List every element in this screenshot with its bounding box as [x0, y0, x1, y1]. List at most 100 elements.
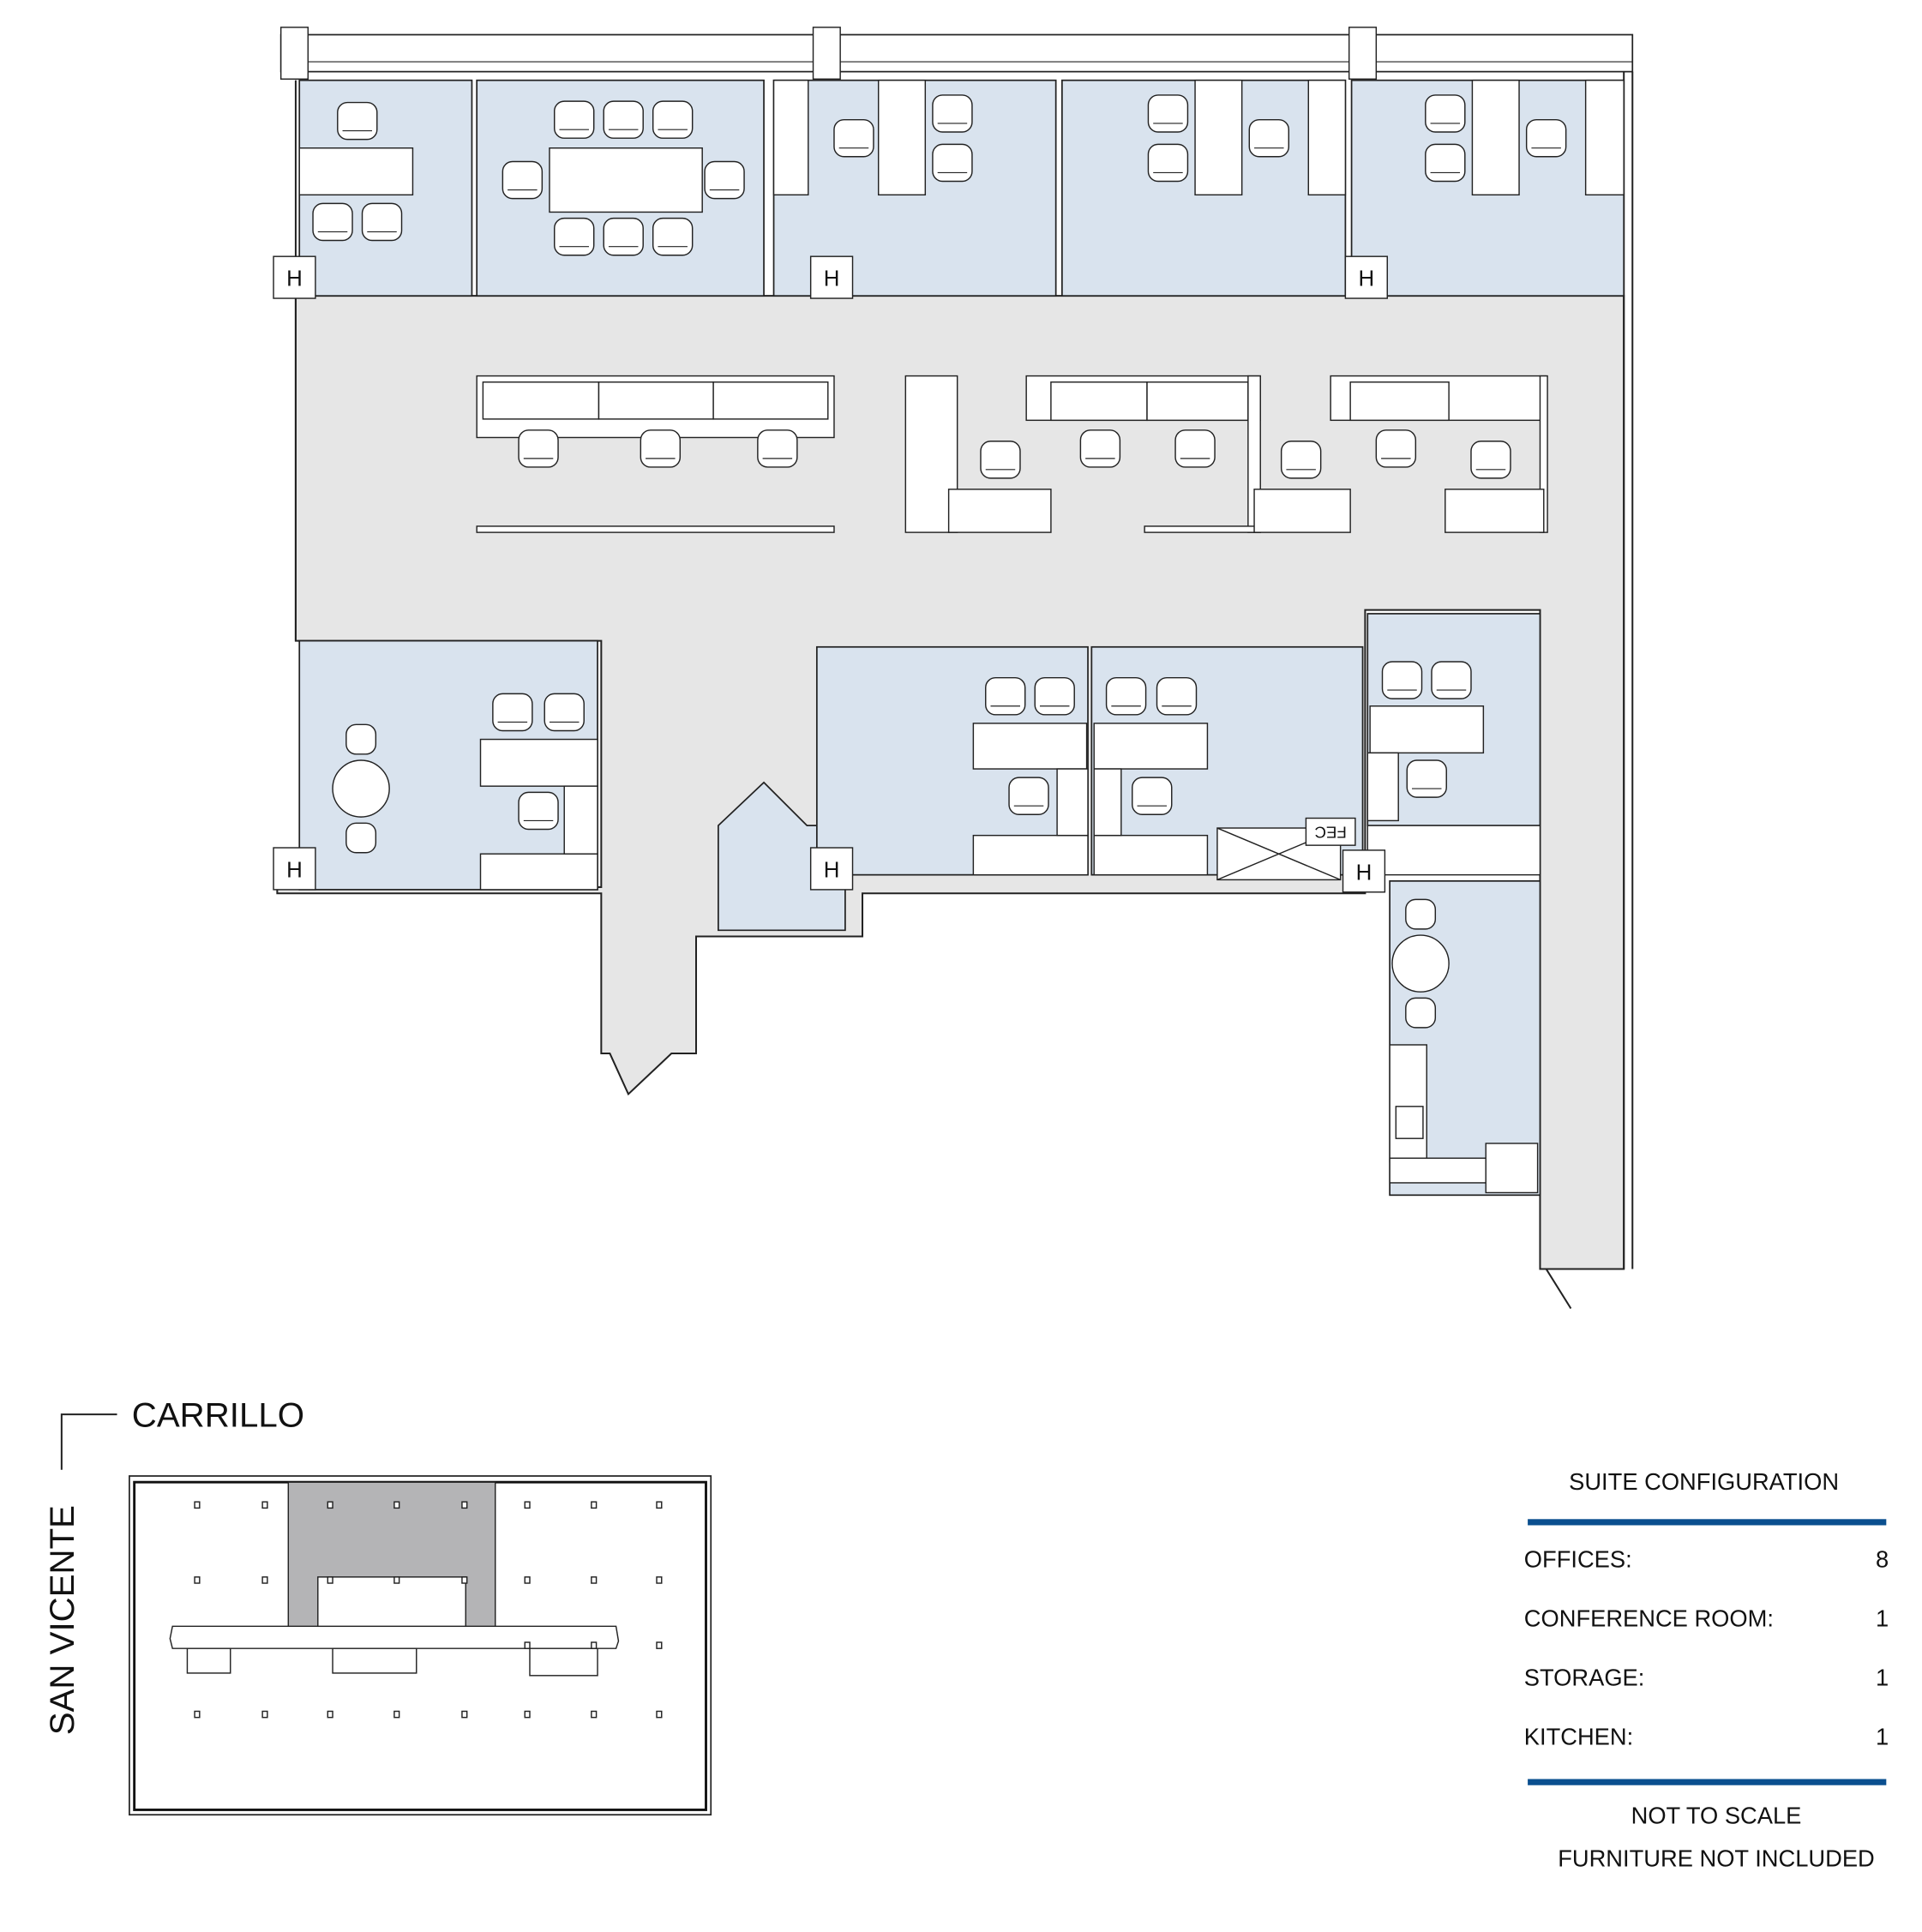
column-marker: H: [1344, 255, 1388, 299]
chair: [1405, 997, 1437, 1029]
svg-text:H: H: [286, 267, 303, 291]
chair: [518, 791, 559, 831]
round-table: [332, 759, 390, 818]
building-column: [1348, 27, 1378, 80]
building-column: [261, 1501, 268, 1509]
chair: [1375, 429, 1417, 468]
building-column: [591, 1710, 598, 1719]
building-column: [591, 1576, 598, 1584]
column-marker: H: [809, 255, 854, 299]
chair: [985, 676, 1026, 716]
chair: [1147, 94, 1189, 133]
building-column: [194, 1710, 201, 1719]
building-column: [261, 1710, 268, 1719]
legend-title: SUITE CONFIGURATION: [1569, 1468, 1839, 1495]
building-column: [656, 1501, 663, 1509]
chair: [1079, 429, 1121, 468]
fire-extinguisher-cabinet-label: FEC: [1314, 824, 1346, 842]
chair: [652, 100, 694, 139]
note-not-to-scale: NOT TO SCALE: [1631, 1802, 1802, 1828]
column-marker: H: [809, 847, 854, 891]
legend-divider: [1528, 1519, 1887, 1526]
chair: [1381, 661, 1423, 699]
chair: [1156, 676, 1198, 716]
chair: [1470, 441, 1511, 479]
legend-value-offices: 8: [1876, 1545, 1889, 1572]
legend-value-kitchen: 1: [1876, 1723, 1889, 1749]
building-core: [169, 1625, 620, 1649]
chair: [1525, 118, 1567, 158]
note-furniture: FURNITURE NOT INCLUDED: [1558, 1845, 1875, 1872]
chair: [492, 693, 533, 732]
chair: [1132, 777, 1173, 815]
key-plan: CARRILLO SAN VICENTE: [43, 1396, 712, 1816]
building-column: [656, 1710, 663, 1719]
chair: [337, 101, 378, 141]
street-label-san-vicente: SAN VICENTE: [43, 1505, 81, 1735]
svg-text:H: H: [1356, 861, 1372, 885]
street-label-carrillo: CARRILLO: [132, 1396, 304, 1435]
building-column: [524, 1576, 531, 1584]
suite-floor-plan: FEC: [273, 27, 1634, 1310]
legend-divider: [1528, 1779, 1887, 1785]
chair: [1008, 777, 1049, 815]
chair: [312, 202, 353, 242]
chair: [603, 217, 644, 256]
building-column: [327, 1576, 333, 1584]
building-column: [461, 1710, 468, 1719]
chair: [345, 822, 377, 854]
legend-label-storage: STORAGE:: [1524, 1664, 1645, 1690]
chair: [1248, 118, 1290, 158]
desks: [298, 79, 1625, 993]
workstations: [476, 375, 1548, 533]
svg-text:H: H: [824, 267, 840, 291]
chair: [502, 160, 544, 200]
column-marker: H: [1342, 849, 1386, 893]
chair: [1425, 143, 1466, 183]
chair: [518, 429, 559, 468]
sink: [1395, 1106, 1424, 1139]
chair: [833, 118, 874, 158]
column-marker: H: [273, 255, 316, 299]
building-column: [524, 1641, 531, 1649]
chair: [757, 429, 798, 468]
suite-configuration-legend: SUITE CONFIGURATION OFFICES: 8 CONFERENC…: [1524, 1468, 1889, 1872]
building-column: [194, 1501, 201, 1509]
building-column: [194, 1576, 201, 1584]
conference-table: [549, 147, 703, 213]
window-strip: [279, 33, 1634, 73]
chair: [640, 429, 682, 468]
chair: [361, 202, 403, 242]
chair: [652, 217, 694, 256]
legend-label-kitchen: KITCHEN:: [1524, 1723, 1633, 1749]
building-column: [461, 1501, 468, 1509]
legend-label-conference: CONFERENCE ROOM:: [1524, 1605, 1774, 1631]
building-column: [656, 1576, 663, 1584]
round-table: [1391, 934, 1450, 993]
chairs: [312, 94, 1567, 1029]
chair: [1405, 898, 1437, 930]
svg-text:H: H: [1358, 267, 1374, 291]
building-column: [393, 1576, 400, 1584]
chair: [1425, 94, 1466, 133]
building-column: [591, 1641, 598, 1649]
column-markers: H H H H H H: [273, 255, 1388, 893]
chair: [544, 693, 585, 732]
building-column: [591, 1501, 598, 1509]
chair: [1105, 676, 1147, 716]
building-column: [656, 1641, 663, 1649]
chair: [1034, 676, 1075, 716]
building-column: [393, 1501, 400, 1509]
chair: [1406, 759, 1447, 798]
building-column: [524, 1710, 531, 1719]
chair: [603, 100, 644, 139]
building-column: [393, 1710, 400, 1719]
column-marker: H: [273, 847, 316, 891]
chair: [704, 160, 745, 200]
building-column: [261, 1576, 268, 1584]
legend-value-conference: 1: [1876, 1605, 1889, 1631]
chair: [554, 217, 595, 256]
kitchen-counter: [1389, 1044, 1427, 1163]
legend-label-offices: OFFICES:: [1524, 1545, 1632, 1572]
